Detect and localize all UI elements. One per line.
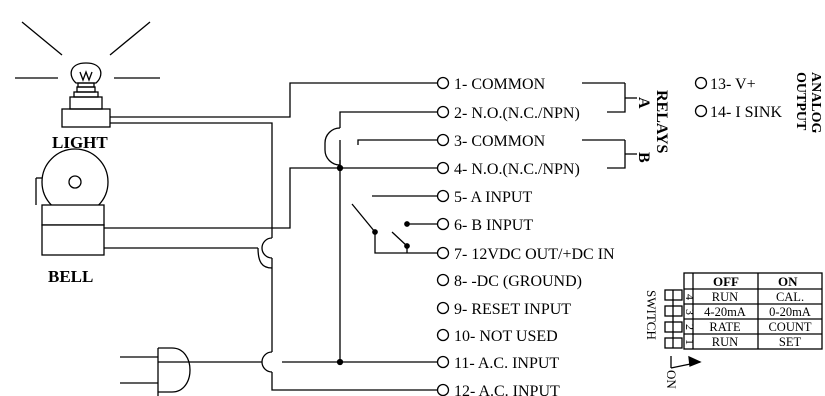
terminal-9-label: 9- RESET INPUT <box>454 301 571 318</box>
light-component <box>15 21 160 128</box>
relay-b-line <box>607 140 626 169</box>
terminal-1-circle <box>436 76 450 90</box>
relay-connections <box>582 82 637 169</box>
switch-row-4-off: RUN <box>712 290 738 304</box>
dip-switch-block: SWITCH OFF ON 4 3 2 1 RUN CAL. 4-20mA 0-… <box>644 272 823 389</box>
terminal-1-label: 1- COMMON <box>454 76 546 93</box>
terminal-9-circle <box>436 301 450 315</box>
wire-to-t12 <box>271 372 437 391</box>
analog-title-line2: OUTPUT <box>793 72 808 131</box>
switch-row-num: 1 <box>683 339 697 345</box>
switch-row-values: RUN CAL. 4-20mA 0-20mA RATE COUNT RUN SE… <box>704 290 812 349</box>
wire-light-to-t1 <box>110 82 437 118</box>
terminal-labels: 1- COMMON 2- N.O.(N.C./NPN) 3- COMMON 4-… <box>454 76 615 396</box>
light-ray <box>21 21 63 56</box>
on-arrow-label: ON <box>664 370 679 389</box>
switch-row-4-on: CAL. <box>776 290 804 304</box>
terminal-10-circle <box>436 328 450 342</box>
switch-header-on: ON <box>778 274 798 289</box>
analog-labels: 13- V+ 14- I SINK <box>710 76 782 121</box>
wire-crossover <box>261 237 273 259</box>
lamp-socket <box>61 108 111 128</box>
switch-row-3-off: 4-20mA <box>704 305 746 319</box>
switch-row-3-on: 0-20mA <box>769 305 811 319</box>
terminal-14-label: 14- I SINK <box>710 104 782 121</box>
bulb-base-1 <box>76 86 96 93</box>
switch-table-frame <box>683 272 823 350</box>
bulb-base-2 <box>73 91 99 98</box>
on-arrow-head <box>688 355 702 367</box>
terminal-8-circle <box>436 273 450 287</box>
junction-dot <box>336 358 344 366</box>
terminal-7-label: 7- 12VDC OUT/+DC IN <box>454 246 615 263</box>
switch-b-contact-dot <box>404 221 410 227</box>
relay-a-line <box>607 83 626 113</box>
terminal-8-label: 8- -DC (GROUND) <box>454 273 582 290</box>
terminal-6-label: 6- B INPUT <box>454 217 533 234</box>
relay-b-label: B <box>635 152 652 163</box>
wire-t7 <box>374 232 437 254</box>
analog-title: ANALOG OUTPUT <box>793 72 823 134</box>
bell-housing-top <box>41 204 105 226</box>
bell-housing-bottom <box>41 224 105 256</box>
switch-row-num: 3 <box>683 309 697 315</box>
analog-title-line1: ANALOG <box>808 72 823 134</box>
ac-plug-symbol <box>120 347 191 396</box>
switch-row-1-on: SET <box>779 335 802 349</box>
wire-crossover <box>324 127 341 166</box>
terminal-14-circle <box>694 104 708 118</box>
lamp-holder <box>69 96 103 110</box>
bulb-glass <box>70 62 102 84</box>
bell-component <box>35 148 109 256</box>
terminal-10-label: 10- NOT USED <box>454 328 558 345</box>
terminal-12-label: 12- A.C. INPUT <box>454 383 560 396</box>
terminal-11-circle <box>436 355 450 369</box>
terminal-2-circle <box>436 105 450 119</box>
terminal-11-label: 11- A.C. INPUT <box>454 355 559 372</box>
wire-bend <box>257 247 273 269</box>
terminal-5-label: 5- A INPUT <box>454 189 532 206</box>
switch-b-contact <box>391 231 408 247</box>
wire-crossover <box>261 351 273 373</box>
wire-t3 <box>357 139 437 145</box>
bulb-filament <box>79 70 93 82</box>
relay-labels: RELAYS A B <box>635 90 670 163</box>
switch-row-2-on: COUNT <box>768 320 811 334</box>
wire-light-to-ac <box>110 122 273 238</box>
switch-row-2-off: RATE <box>709 320 741 334</box>
light-ray <box>109 21 151 56</box>
ac-plug-body <box>158 347 191 393</box>
bell-striker <box>68 175 82 189</box>
relay-a-label: A <box>635 97 652 109</box>
terminal-13-circle <box>694 76 708 90</box>
terminal-5-circle <box>436 189 450 203</box>
terminal-13-label: 13- V+ <box>710 76 756 93</box>
terminal-3-label: 3- COMMON <box>454 133 546 150</box>
wire-t2 <box>339 111 437 128</box>
terminal-circles <box>436 76 450 396</box>
bell-label: BELL <box>48 267 93 286</box>
wire-t4-to-bell <box>104 167 437 229</box>
switch-title: SWITCH <box>644 290 659 340</box>
terminal-6-circle <box>436 217 450 231</box>
terminal-4-circle <box>436 161 450 175</box>
switch-row-1-off: RUN <box>712 335 738 349</box>
switch-row-num: 4 <box>683 294 697 300</box>
relays-title: RELAYS <box>653 90 670 154</box>
terminal-3-circle <box>436 133 450 147</box>
terminal-12-circle <box>436 383 450 396</box>
switch-a-contact <box>351 203 376 233</box>
terminal-2-label: 2- N.O.(N.C./NPN) <box>454 105 580 122</box>
terminal-4-label: 4- N.O.(N.C./NPN) <box>454 161 580 178</box>
light-label: LIGHT <box>52 133 108 152</box>
switch-header-off: OFF <box>713 274 739 289</box>
terminal-7-circle <box>436 246 450 260</box>
switch-row-num: 2 <box>683 324 697 330</box>
